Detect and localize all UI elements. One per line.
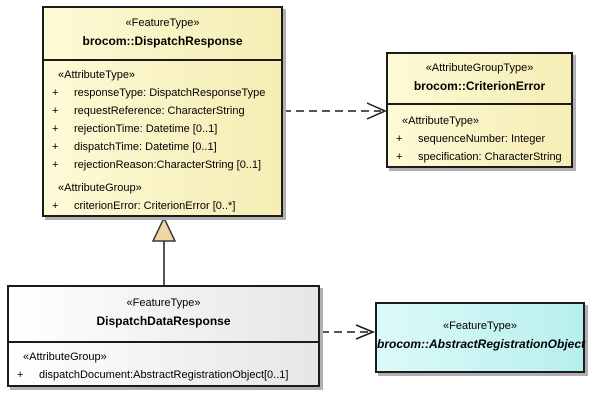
stereotype-label: «FeatureType»: [125, 17, 200, 29]
attribute-row: + rejectionReason:CharacterString [0..1]: [44, 156, 281, 174]
attributes-compartment: «AttributeType» + sequenceNumber: Intege…: [388, 103, 571, 166]
attribute-row: + specification: CharacterString: [388, 148, 571, 166]
attribute-text: responseType: DispatchResponseType: [74, 87, 266, 99]
visibility-marker: +: [52, 123, 59, 135]
class-header: «FeatureType» brocom::DispatchResponse: [44, 8, 281, 59]
visibility-marker: +: [52, 200, 59, 212]
attribute-text: sequenceNumber: Integer: [418, 133, 546, 145]
generalization-arrow[interactable]: [151, 216, 177, 286]
attribute-text: specification: CharacterString: [418, 151, 562, 163]
attribute-text: dispatchDocument:AbstractRegistrationObj…: [39, 369, 289, 381]
class-box-dispatch-response[interactable]: «FeatureType» brocom::DispatchResponse «…: [42, 6, 283, 217]
attribute-row: + criterionError: CriterionError [0..*]: [44, 197, 281, 215]
visibility-marker: +: [52, 87, 59, 99]
class-name: brocom::AbstractRegistrationObject: [377, 337, 586, 351]
dependency-arrow-criterion-error[interactable]: [283, 102, 387, 120]
class-box-dispatch-data-response[interactable]: «FeatureType» DispatchDataResponse «Attr…: [7, 285, 320, 387]
class-header: «FeatureType» brocom::AbstractRegistrati…: [377, 304, 586, 353]
attribute-text: rejectionReason:CharacterString [0..1]: [74, 159, 262, 171]
attribute-group-label: «AttributeGroup»: [23, 351, 107, 363]
attribute-row: + rejectionTime: Datetime [0..1]: [44, 120, 281, 138]
attribute-text: requestReference: CharacterString: [74, 105, 245, 117]
class-header: «FeatureType» DispatchDataResponse: [9, 287, 318, 341]
attributes-compartment: «AttributeType» + responseType: Dispatch…: [44, 59, 281, 215]
attribute-row: + dispatchTime: Datetime [0..1]: [44, 138, 281, 156]
attribute-text: rejectionTime: Datetime [0..1]: [74, 123, 218, 135]
class-name: brocom::DispatchResponse: [82, 34, 243, 48]
visibility-marker: +: [396, 133, 403, 145]
attribute-type-label: «AttributeType»: [58, 69, 136, 81]
stereotype-label: «FeatureType»: [443, 320, 517, 332]
class-header: «AttributeGroupType» brocom::CriterionEr…: [388, 54, 571, 103]
dependency-arrow-abstract-registration-object[interactable]: [321, 324, 375, 340]
stereotype-label: «AttributeGroupType»: [425, 62, 534, 74]
attribute-row: + sequenceNumber: Integer: [388, 130, 571, 148]
visibility-marker: +: [52, 159, 59, 171]
attribute-group-label: «AttributeGroup»: [58, 182, 142, 194]
attribute-row: + responseType: DispatchResponseType: [44, 84, 281, 102]
stereotype-label: «FeatureType»: [126, 297, 201, 309]
class-box-criterion-error[interactable]: «AttributeGroupType» brocom::CriterionEr…: [386, 52, 573, 168]
visibility-marker: +: [52, 141, 59, 153]
attribute-row: + requestReference: CharacterString: [44, 102, 281, 120]
attributes-compartment: «AttributeGroup» + dispatchDocument:Abst…: [9, 341, 318, 385]
attribute-row: + dispatchDocument:AbstractRegistrationO…: [9, 366, 318, 384]
class-box-abstract-registration-object[interactable]: «FeatureType» brocom::AbstractRegistrati…: [375, 302, 585, 373]
attribute-type-label: «AttributeType»: [402, 115, 480, 127]
visibility-marker: +: [52, 105, 59, 117]
class-name: DispatchDataResponse: [96, 314, 231, 328]
visibility-marker: +: [396, 151, 403, 163]
visibility-marker: +: [17, 369, 24, 381]
attribute-text: criterionError: CriterionError [0..*]: [74, 200, 236, 212]
attribute-text: dispatchTime: Datetime [0..1]: [74, 141, 217, 153]
class-name: brocom::CriterionError: [413, 79, 546, 93]
